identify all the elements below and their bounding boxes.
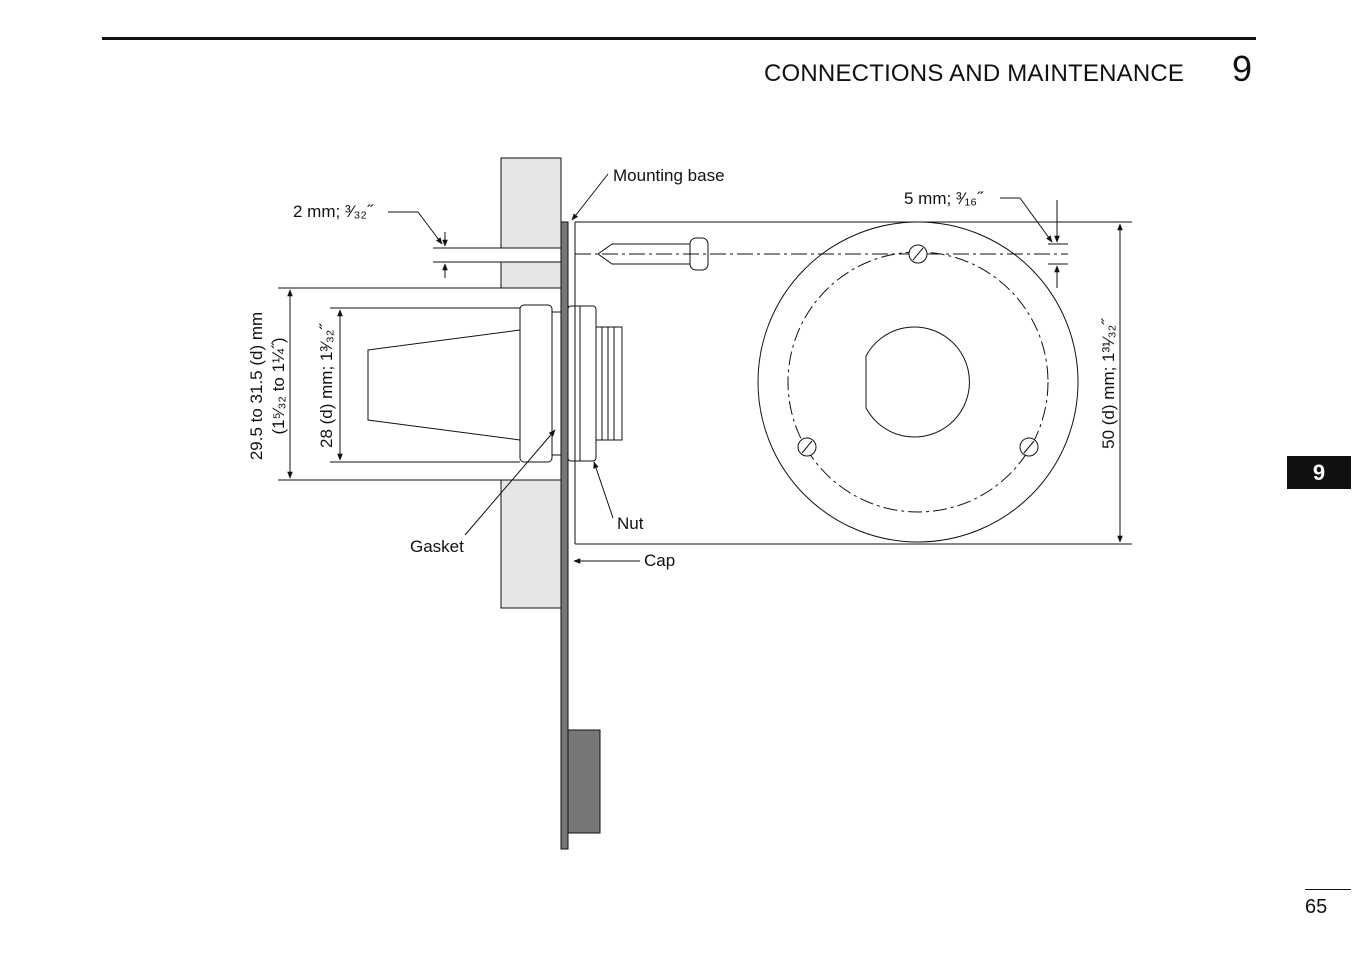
page-number: 65 (1305, 896, 1328, 918)
top-rule (102, 37, 1256, 40)
cap-label: Cap (644, 551, 675, 570)
connector-body (367, 304, 623, 463)
panel-thickness-label: 2 mm; ³⁄₃₂˝ (293, 202, 374, 221)
leader-lines (388, 173, 1053, 564)
hole-range-label-line2: (1⁵⁄₃₂ to 1¼˝) (269, 337, 288, 434)
base-diameter-label: 50 (d) mm; 1³¹⁄₃₂˝ (1099, 318, 1118, 449)
body-diameter-label: 28 (d) mm; 1³⁄₃₂˝ (317, 323, 336, 448)
panel-wall (500, 157, 562, 609)
gasket-label: Gasket (410, 537, 464, 556)
chapter-tab: 9 (1287, 456, 1351, 489)
mounting-base-block (567, 729, 601, 834)
page-number-rule (1305, 889, 1351, 890)
screw-hole-dimension-label: 5 mm; ³⁄₁₆˝ (904, 189, 984, 208)
mounting-base-plate (560, 221, 569, 850)
nut-label: Nut (617, 514, 644, 533)
base-front-view (757, 221, 1079, 543)
hole-range-label-line1: 29.5 to 31.5 (d) mm (247, 312, 266, 460)
section-title: CONNECTIONS AND MAINTENANCE (764, 60, 1185, 87)
dimension-lines (278, 200, 1132, 545)
mounting-base-label: Mounting base (613, 166, 725, 185)
chapter-number: 9 (1232, 48, 1253, 89)
